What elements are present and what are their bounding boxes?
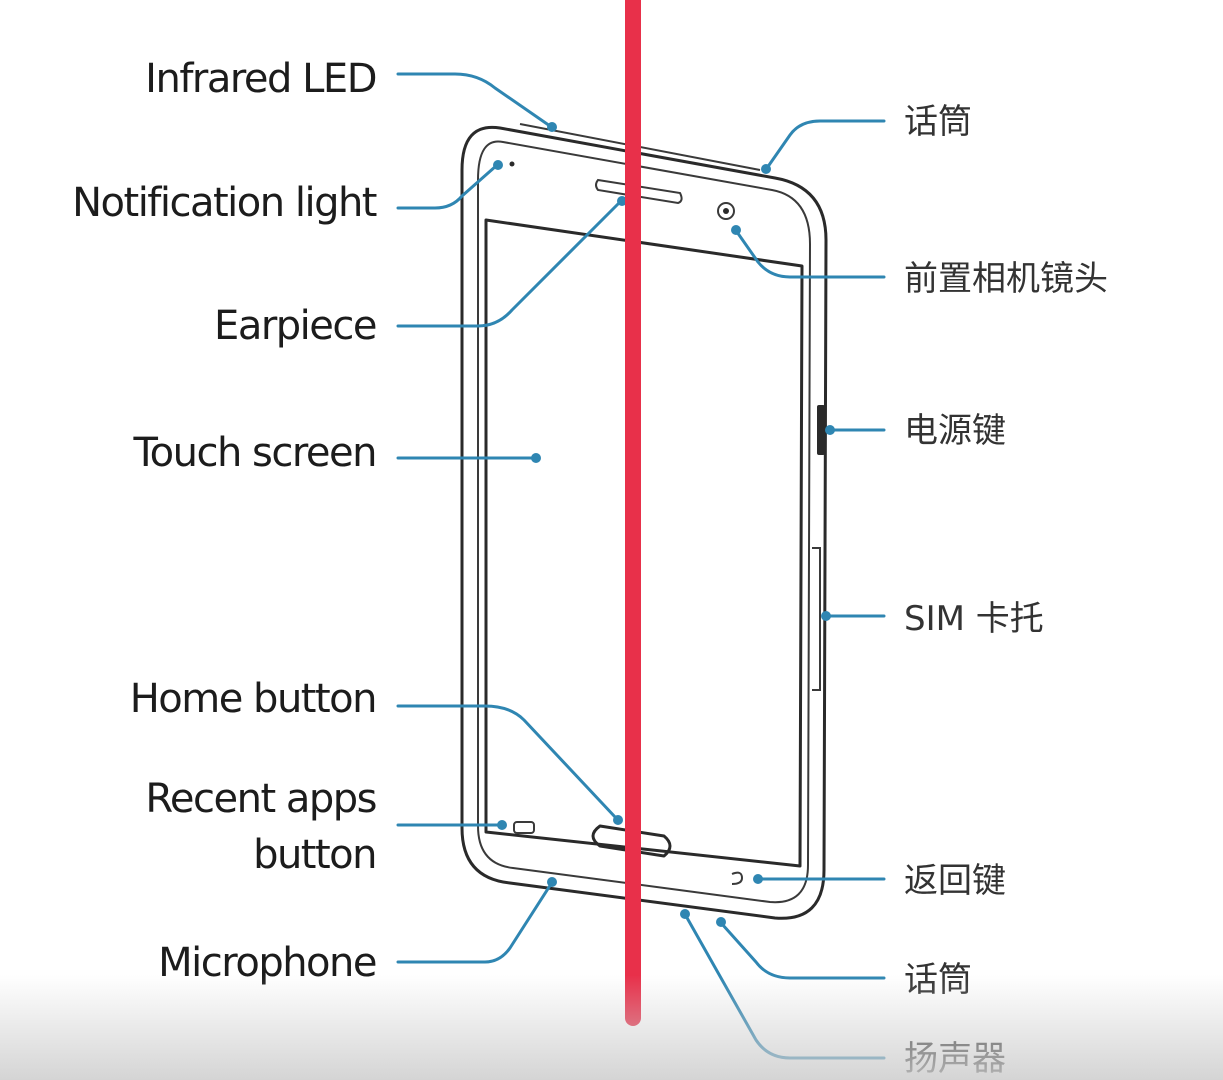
label-notification-light: Notification light xyxy=(72,180,377,226)
phone-rim xyxy=(477,140,812,904)
leader-speaker xyxy=(684,914,886,1060)
dot-home-button xyxy=(613,815,623,825)
label-microphone: Microphone xyxy=(158,940,376,986)
dot-back-key xyxy=(753,874,763,884)
leader-mic-top xyxy=(765,119,886,170)
recent-apps-icon xyxy=(513,821,535,834)
label-earpiece: Earpiece xyxy=(214,303,376,349)
earpiece-slot xyxy=(595,178,683,205)
front-camera-lens xyxy=(717,202,735,220)
left-leaders xyxy=(396,72,627,964)
dot-mic-bottom xyxy=(716,917,726,927)
touch-screen-area xyxy=(484,218,804,868)
dot-front-camera xyxy=(731,225,741,235)
label-front-camera: 前置相机镜头 xyxy=(904,259,1108,299)
label-back-key: 返回键 xyxy=(904,861,1006,901)
label-power-key: 电源键 xyxy=(904,411,1006,451)
front-camera-lens-inner xyxy=(723,208,729,214)
dot-notification-light xyxy=(493,160,503,170)
dot-touch-screen xyxy=(531,453,541,463)
dot-microphone xyxy=(547,877,557,887)
leader-home-button xyxy=(396,704,618,820)
dot-sim-tray xyxy=(821,611,831,621)
home-button-shape xyxy=(591,824,672,858)
leader-earpiece xyxy=(396,200,622,328)
dot-mic-top xyxy=(761,164,771,174)
left-labels: Infrared LED Notification light Earpiece… xyxy=(72,56,378,986)
leader-microphone xyxy=(396,882,553,964)
label-mic-bottom: 话筒 xyxy=(904,960,972,1000)
leader-front-camera xyxy=(735,230,886,279)
label-infrared-led: Infrared LED xyxy=(145,56,376,102)
leader-notification-light xyxy=(396,164,498,210)
label-sim-tray: SIM 卡托 xyxy=(904,599,1044,639)
label-home-button: Home button xyxy=(130,676,376,722)
sim-tray-shape xyxy=(812,547,821,691)
label-recent-apps-line1: Recent apps xyxy=(145,776,376,822)
dot-speaker xyxy=(680,909,690,919)
dot-power-key xyxy=(825,425,835,435)
dot-recent-apps xyxy=(497,820,507,830)
label-recent-apps-line2: button xyxy=(253,832,376,878)
label-touch-screen: Touch screen xyxy=(133,430,377,476)
leader-infrared-led xyxy=(396,72,552,128)
label-speaker: 扬声器 xyxy=(904,1039,1006,1079)
phone-illustration xyxy=(460,123,828,920)
back-icon xyxy=(731,871,744,885)
power-key-shape xyxy=(817,405,825,455)
phone-body-outline xyxy=(460,125,828,920)
right-labels: 话筒 前置相机镜头 电源键 SIM 卡托 返回键 话筒 扬声器 xyxy=(904,102,1108,1079)
dot-earpiece xyxy=(617,196,627,206)
label-mic-top: 话筒 xyxy=(904,102,972,142)
dot-infrared-led xyxy=(547,122,557,132)
notification-light-dot xyxy=(509,161,515,167)
leader-mic-bottom xyxy=(720,922,886,980)
